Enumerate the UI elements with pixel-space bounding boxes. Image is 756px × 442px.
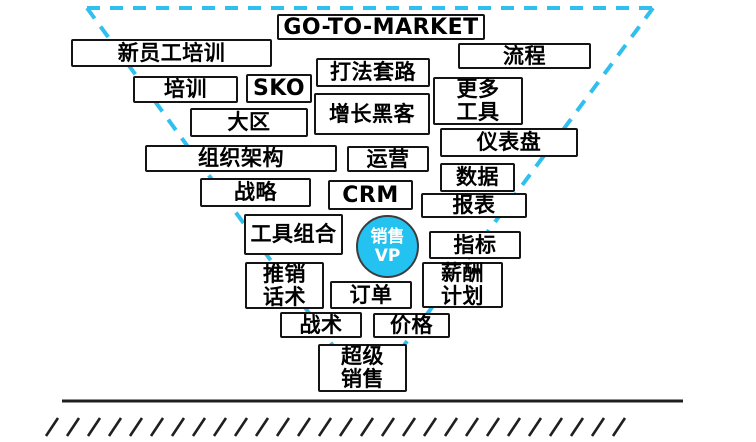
box-go-to-market: GO-TO-MARKET [277, 14, 485, 40]
hatch-marks [44, 417, 627, 437]
box-operations: 运营 [347, 146, 429, 172]
box-super-sales: 超级 销售 [318, 344, 407, 392]
box-tool-suite: 工具组合 [244, 214, 343, 255]
box-compensation-plan: 薪酬 计划 [422, 262, 503, 308]
sales-vp-badge: 销售 VP [356, 215, 419, 278]
box-dashboard: 仪表盘 [440, 128, 578, 157]
box-playbook: 打法套路 [316, 58, 430, 87]
box-training: 培训 [133, 76, 238, 103]
box-data: 数据 [440, 163, 515, 192]
sales-vp-line1: 销售 [370, 226, 405, 247]
box-strategy: 战略 [200, 178, 311, 207]
box-region: 大区 [190, 108, 308, 137]
box-tactics: 战术 [280, 312, 362, 338]
box-crm: CRM [328, 180, 413, 210]
box-more-tools: 更多 工具 [433, 77, 523, 125]
sales-vp-line2: VP [374, 245, 401, 266]
box-sales-pitch: 推销 话术 [245, 262, 324, 309]
box-growth-hacking: 增长黑客 [314, 93, 430, 135]
box-org-structure: 组织架构 [145, 145, 337, 172]
box-orders: 订单 [330, 281, 412, 309]
box-metrics: 指标 [429, 231, 521, 259]
box-new-employee-training: 新员工培训 [71, 39, 272, 67]
box-sko: SKO [246, 74, 312, 103]
box-process: 流程 [458, 43, 591, 69]
box-pricing: 价格 [373, 313, 450, 338]
box-reports: 报表 [421, 193, 527, 218]
